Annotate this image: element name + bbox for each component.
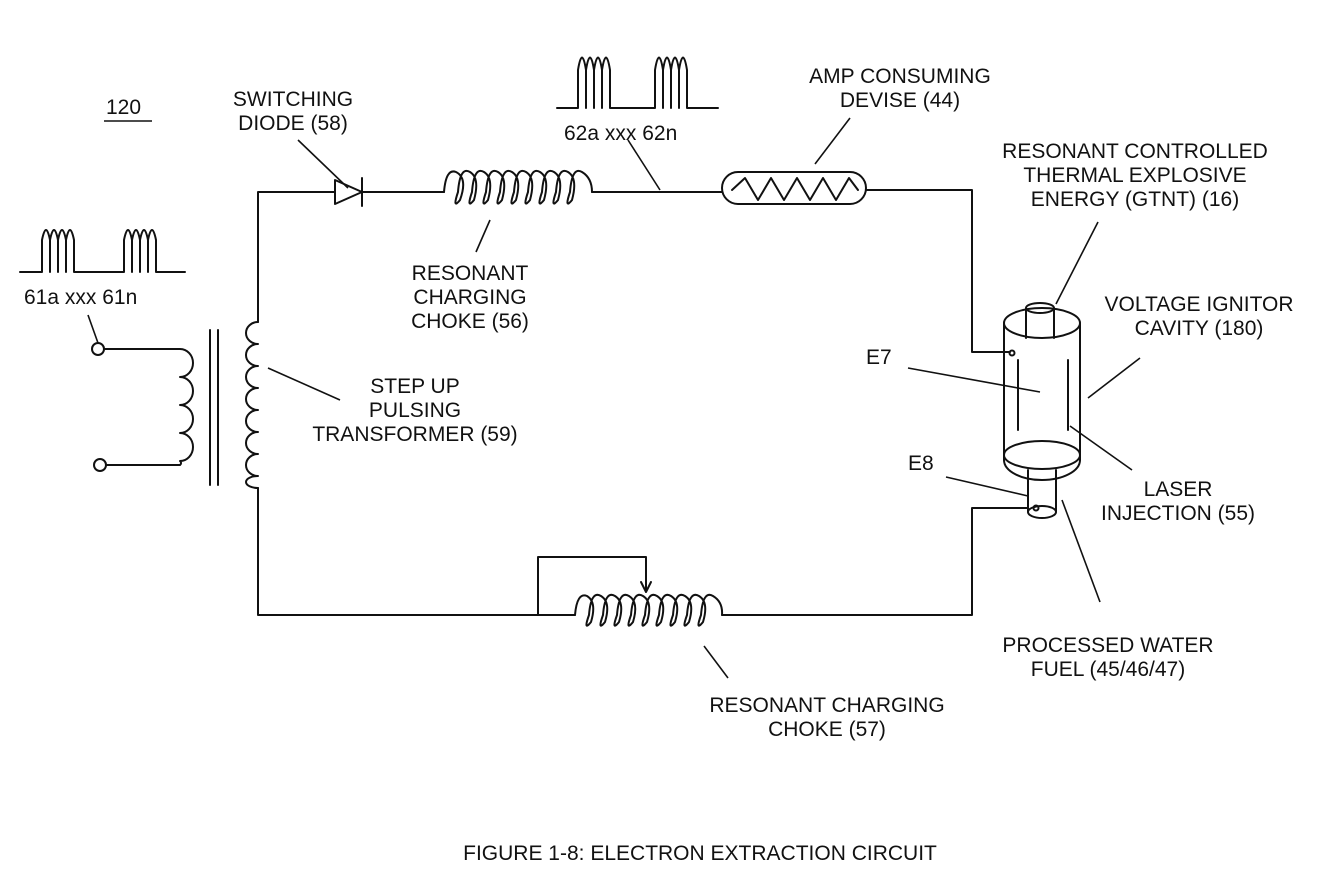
input-pulse-waveform xyxy=(19,229,186,273)
transformer-secondary-coil xyxy=(245,321,259,489)
transformer-label-line1: STEP UP xyxy=(370,375,460,398)
switching-diode-symbol xyxy=(334,177,363,207)
processed-water-label-line1: PROCESSED WATER xyxy=(1002,634,1214,657)
switching-diode-label-line1: SWITCHING xyxy=(232,88,354,111)
figure-number: 120 xyxy=(106,96,142,119)
laser-injection-label: LASER INJECTION (55) xyxy=(1080,478,1276,526)
processed-water-fuel-label: PROCESSED WATER FUEL (45/46/47) xyxy=(975,634,1241,682)
transformer-label-line3: TRANSFORMER (59) xyxy=(312,423,518,446)
electrode-e7-label: E7 xyxy=(866,346,892,369)
processed-water-label-line2: FUEL (45/46/47) xyxy=(1030,658,1186,681)
choke-57-variable-tap xyxy=(537,556,647,616)
amp-consuming-device-symbol xyxy=(721,171,867,205)
output-pulse-label: 62a xxx 62n xyxy=(564,122,678,145)
laser-injection-label-line2: INJECTION (55) xyxy=(1100,502,1255,525)
choke-57-label: RESONANT CHARGING CHOKE (57) xyxy=(682,694,972,742)
transformer-label: STEP UP PULSING TRANSFORMER (59) xyxy=(290,375,540,447)
laser-injection-label-line1: LASER xyxy=(1143,478,1213,501)
amp-consuming-label-line1: AMP CONSUMING xyxy=(809,65,991,88)
resonant-thermal-energy-label: RESONANT CONTROLLED THERMAL EXPLOSIVE EN… xyxy=(975,140,1295,212)
switching-diode-label: SWITCHING DIODE (58) xyxy=(218,88,368,136)
wire-left-bottom xyxy=(257,487,576,616)
input-terminal-top xyxy=(91,342,105,356)
wire-right-bottom xyxy=(721,507,1029,616)
choke-56-label-line2: CHARGING xyxy=(413,286,527,309)
choke-57-label-line2: CHOKE (57) xyxy=(768,718,886,741)
choke-56-label-line3: CHOKE (56) xyxy=(411,310,529,333)
resonant-choke-57-coil xyxy=(574,593,724,627)
voltage-ignitor-label-line1: VOLTAGE IGNITOR xyxy=(1104,293,1294,316)
resonant-thermal-label-line2: THERMAL EXPLOSIVE xyxy=(1023,164,1247,187)
switching-diode-label-line2: DIODE (58) xyxy=(238,112,348,135)
wire-right-top xyxy=(865,189,1011,353)
input-pulse-label: 61a xxx 61n xyxy=(24,286,138,309)
voltage-ignitor-label-line2: CAVITY (180) xyxy=(1134,317,1264,340)
amp-consuming-device-label: AMP CONSUMING DEVISE (44) xyxy=(780,65,1020,113)
input-terminal-bottom xyxy=(93,458,107,472)
voltage-ignitor-cavity-symbol xyxy=(1003,302,1081,519)
electrode-e8-label: E8 xyxy=(908,452,934,475)
voltage-ignitor-label: VOLTAGE IGNITOR CAVITY (180) xyxy=(1082,293,1316,341)
choke-57-label-line1: RESONANT CHARGING xyxy=(709,694,945,717)
figure-caption: FIGURE 1-8: ELECTRON EXTRACTION CIRCUIT xyxy=(463,842,937,865)
resonant-thermal-label-line1: RESONANT CONTROLLED xyxy=(1002,140,1268,163)
amp-consuming-label-line2: DEVISE (44) xyxy=(839,89,961,112)
resonant-choke-56-coil xyxy=(443,170,593,205)
choke-56-label: RESONANT CHARGING CHOKE (56) xyxy=(390,262,550,334)
wire-left-top xyxy=(257,191,336,323)
output-pulse-waveform xyxy=(556,56,719,109)
transformer-primary-coil xyxy=(103,348,194,466)
resonant-thermal-label-line3: ENERGY (GTNT) (16) xyxy=(1030,188,1240,211)
transformer-label-line2: PULSING xyxy=(368,399,462,422)
choke-56-label-line1: RESONANT xyxy=(411,262,529,285)
